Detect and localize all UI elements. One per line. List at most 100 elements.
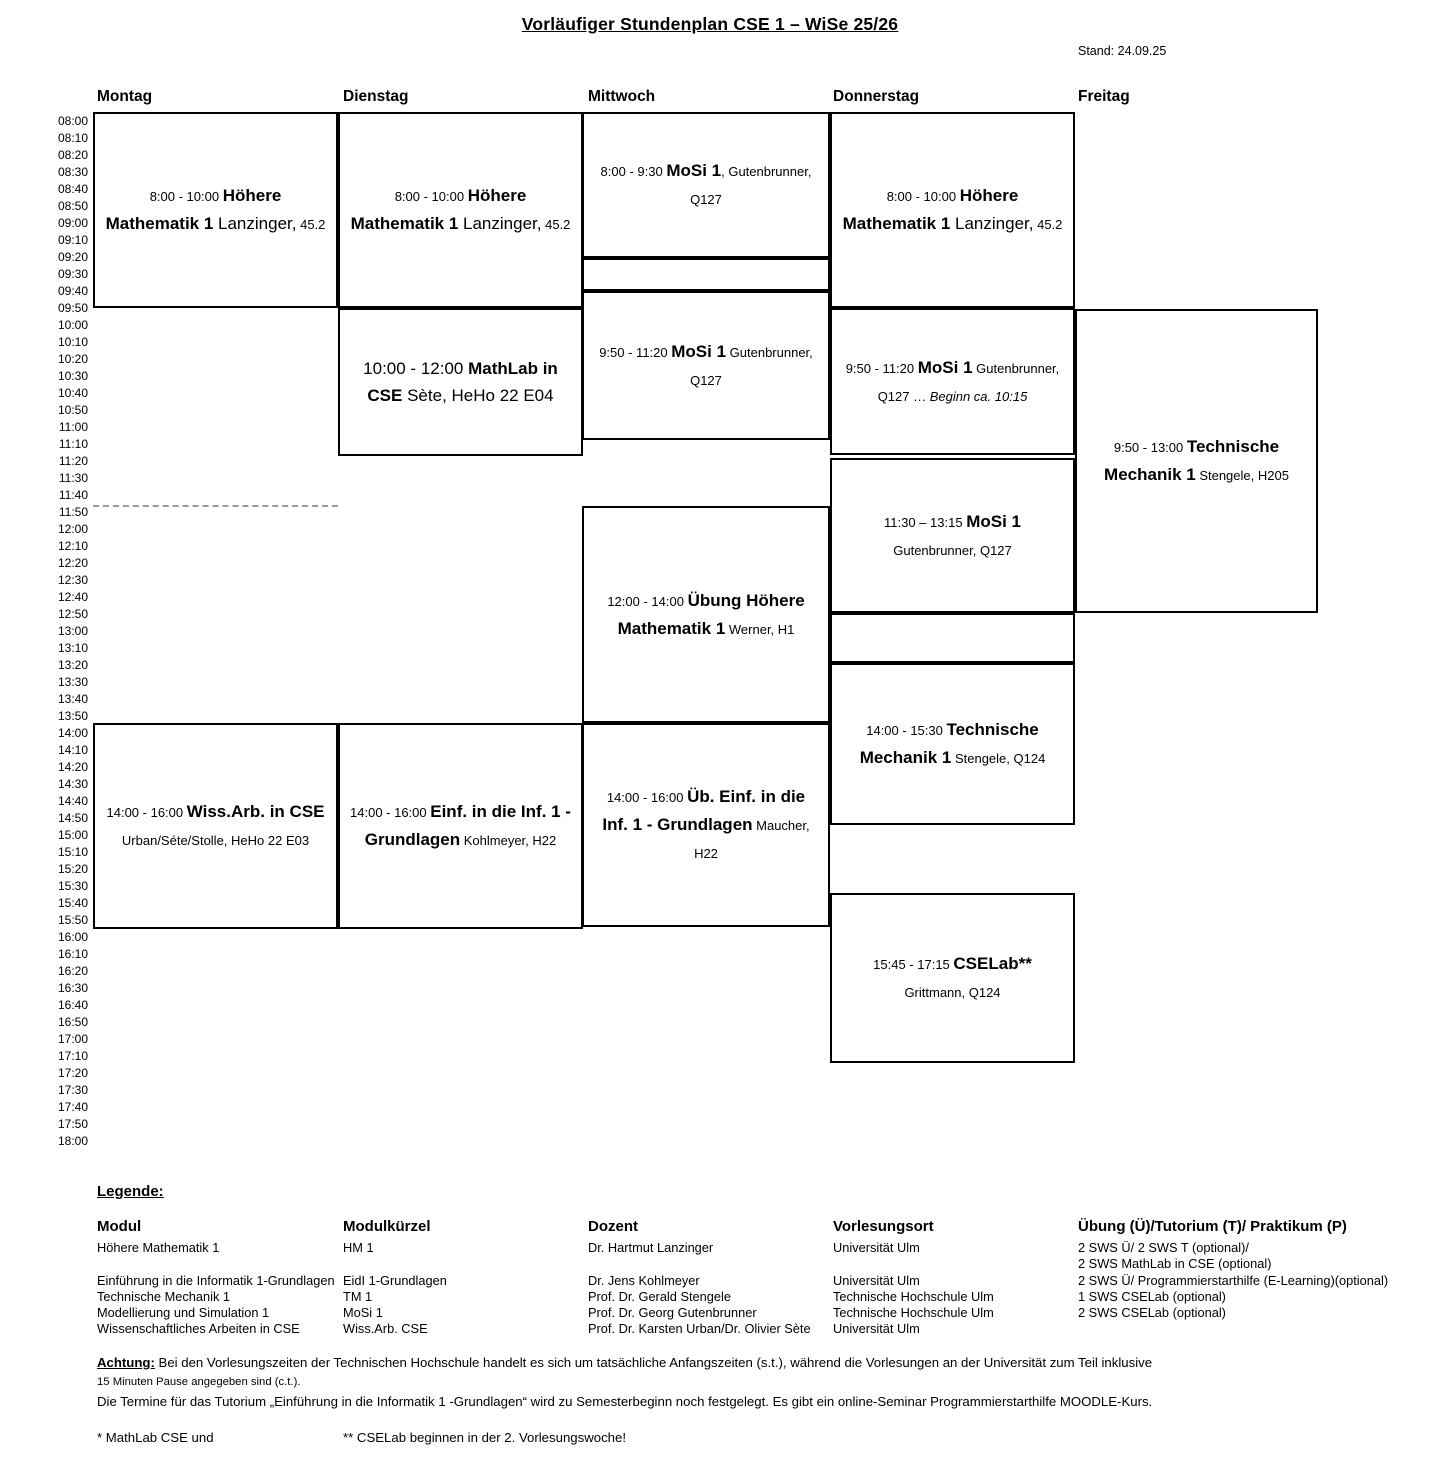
legend-cell: Universität Ulm xyxy=(833,1272,920,1288)
text-run: Urban/Séte/Stolle, HeHo 22 E03 xyxy=(121,833,310,848)
event-line: Mathematik 1 Lanzinger, 45.2 xyxy=(351,210,571,238)
time-label: 16:40 xyxy=(57,998,88,1012)
time-label: 13:10 xyxy=(57,641,88,655)
text-run: 8:00 - 9:30 xyxy=(600,164,667,179)
time-label: 12:30 xyxy=(57,573,88,587)
achtung-label: Achtung: xyxy=(97,1355,155,1370)
time-label: 12:50 xyxy=(57,607,88,621)
time-label: 17:20 xyxy=(57,1066,88,1080)
event-line: 14:00 - 16:00 Wiss.Arb. in CSE xyxy=(107,798,325,826)
legend-header: Modulkürzel xyxy=(343,1218,431,1235)
footnote-mathlab: * MathLab CSE und xyxy=(97,1430,214,1445)
time-label: 09:50 xyxy=(57,301,88,315)
day-header-mittwoch: Mittwoch xyxy=(588,88,656,105)
event-line: Q127 xyxy=(690,185,722,213)
time-label: 14:30 xyxy=(57,777,88,791)
legend-cell: Prof. Dr. Georg Gutenbrunner xyxy=(588,1305,757,1321)
text-run: 45.2 xyxy=(541,217,571,232)
text-run: MoSi 1 xyxy=(671,341,727,361)
text-run: Grundlagen xyxy=(364,830,461,849)
text-run: Mathematik 1 xyxy=(105,214,214,233)
legend-cell xyxy=(1078,1321,1388,1337)
time-label: 18:00 xyxy=(57,1134,88,1148)
legend-header: Vorlesungsort xyxy=(833,1218,934,1235)
time-label: 11:00 xyxy=(58,420,88,434)
time-label: 13:20 xyxy=(57,658,88,672)
text-run: Mathematik 1 xyxy=(350,214,459,233)
event-line: 14:00 - 16:00 Üb. Einf. in die xyxy=(607,783,805,811)
event-line: 11:30 – 13:15 MoSi 1 xyxy=(884,508,1021,536)
achtung-line: Achtung: Bei den Vorlesungszeiten der Te… xyxy=(97,1352,1377,1373)
dashed-separator xyxy=(93,505,338,507)
legend-cell: EidI 1-Grundlagen xyxy=(343,1272,447,1288)
event-line: 12:00 - 14:00 Übung Höhere xyxy=(607,587,804,615)
text-run: Stengele, H205 xyxy=(1195,468,1289,483)
achtung-text: Bei den Vorlesungszeiten der Technischen… xyxy=(154,1355,1153,1370)
time-label: 15:10 xyxy=(57,845,88,859)
time-label: 16:50 xyxy=(57,1015,88,1029)
legend-cell xyxy=(343,1256,447,1272)
time-label: 11:30 xyxy=(58,471,88,485)
legend-cell: Technische Mechanik 1 xyxy=(97,1288,231,1304)
text-run: CSE xyxy=(367,386,403,405)
text-run: 9:50 - 11:20 xyxy=(599,344,672,360)
legend-cell: Wiss.Arb. CSE xyxy=(343,1321,428,1337)
text-run: 12:00 - 14:00 xyxy=(607,593,688,609)
text-run: Lanzinger, xyxy=(950,214,1034,233)
termine-line: Die Termine für das Tutorium „Einführung… xyxy=(97,1394,1153,1409)
event-line: Mechanik 1 Stengele, Q124 xyxy=(860,744,1046,772)
time-label: 11:20 xyxy=(58,454,88,468)
text-run: Kohlmeyer, H22 xyxy=(460,833,557,848)
event-wed-gap xyxy=(582,258,830,291)
text-run: 14:00 - 16:00 xyxy=(350,805,431,820)
text-run: Technische xyxy=(946,720,1039,739)
legend-heading: Legende: xyxy=(97,1183,164,1200)
time-label: 13:50 xyxy=(57,709,88,723)
time-label: 17:00 xyxy=(57,1032,88,1046)
time-label: 16:10 xyxy=(57,947,88,961)
time-label: 08:40 xyxy=(57,182,88,196)
time-label: 09:10 xyxy=(57,233,88,247)
text-run: 15:45 - 17:15 xyxy=(873,957,954,972)
event-line: Grittmann, Q124 xyxy=(904,978,1000,1006)
time-label: 13:00 xyxy=(57,624,88,638)
legend-cell: Universität Ulm xyxy=(833,1240,920,1255)
stand-date: Stand: 24.09.25 xyxy=(1078,44,1167,58)
text-run: Mathematik 1 xyxy=(842,214,951,233)
time-label: 08:30 xyxy=(57,165,88,179)
text-run: Beginn ca. 10:15 xyxy=(929,388,1028,404)
day-header-donnerstag: Donnerstag xyxy=(833,88,920,105)
text-run: Werner, H1 xyxy=(725,621,795,637)
text-run: Q127 xyxy=(690,372,722,388)
event-line: H22 xyxy=(694,839,718,867)
event-line: Q127 xyxy=(690,366,722,394)
time-label: 08:20 xyxy=(57,148,88,162)
text-run: 9:50 - 11:20 xyxy=(845,360,918,376)
event-tue-einf-inf: 14:00 - 16:00 Einf. in die Inf. 1 -Grund… xyxy=(338,723,583,929)
day-header-freitag: Freitag xyxy=(1078,88,1130,105)
event-thu-mosi-early: 9:50 - 11:20 MoSi 1 Gutenbrunner,Q127 … … xyxy=(830,308,1075,455)
event-line: 8:00 - 10:00 Höhere xyxy=(395,182,527,210)
event-mon-wiss-arb: 14:00 - 16:00 Wiss.Arb. in CSE Urban/Séte… xyxy=(93,723,338,929)
event-line: 8:00 - 10:00 Höhere xyxy=(150,182,282,210)
text-run: Gutenbrunner, xyxy=(972,360,1060,376)
time-label: 16:30 xyxy=(57,981,88,995)
text-run: 45.2 xyxy=(1033,217,1063,232)
time-label: 08:50 xyxy=(57,199,88,213)
text-run: Wiss.Arb. in CSE xyxy=(186,802,325,821)
time-label: 17:40 xyxy=(57,1100,88,1114)
time-label: 14:40 xyxy=(57,794,88,808)
time-label: 15:00 xyxy=(57,828,88,842)
event-line: 9:50 - 11:20 MoSi 1 Gutenbrunner, xyxy=(846,354,1060,382)
legend-header: Übung (Ü)/Tutorium (T)/ Praktikum (P) xyxy=(1078,1218,1347,1235)
event-line: Urban/Séte/Stolle, HeHo 22 E03 xyxy=(122,826,309,854)
day-header-dienstag: Dienstag xyxy=(343,88,409,105)
event-line: 8:00 - 10:00 Höhere xyxy=(887,182,1019,210)
legend-cell: 1 SWS CSELab (optional) xyxy=(1078,1288,1226,1304)
event-line: Grundlagen Kohlmeyer, H22 xyxy=(365,826,557,854)
